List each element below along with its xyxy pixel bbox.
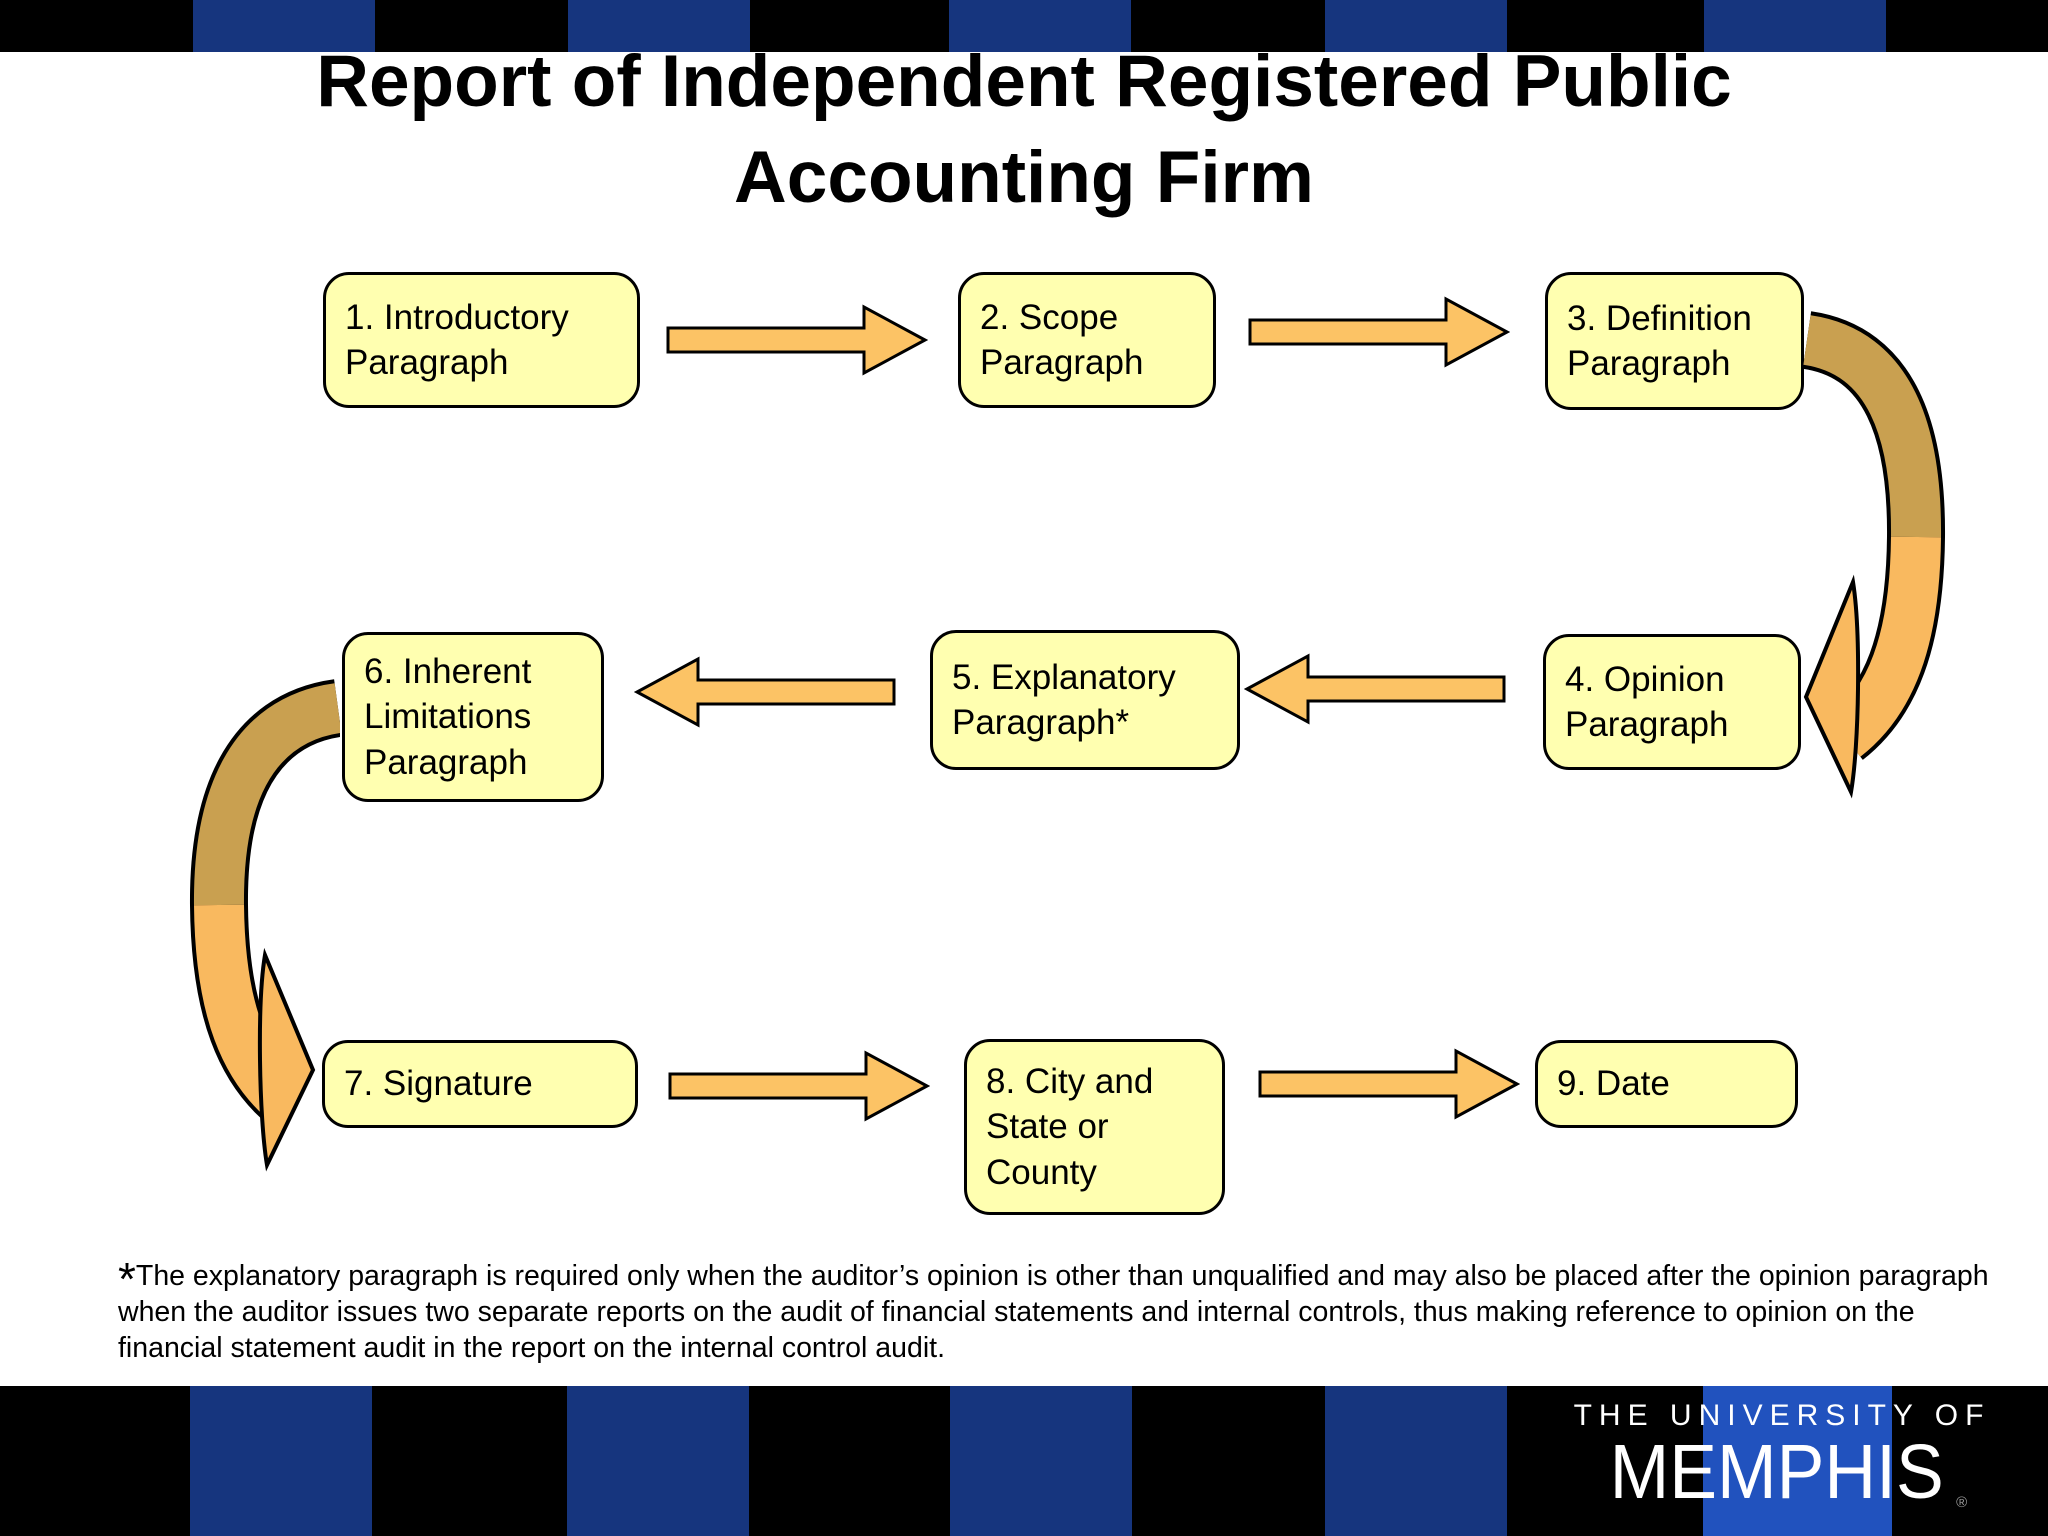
flow-box-label: 8. City and State or County	[986, 1062, 1154, 1192]
bottom-border-bar	[0, 1386, 2048, 1536]
flow-box-label: 6. Inherent Limitations Paragraph	[364, 652, 532, 782]
footnote: *The explanatory paragraph is required o…	[118, 1256, 1998, 1367]
blue-block	[567, 1386, 749, 1536]
blue-block	[193, 0, 375, 52]
flow-box-6-inherent-limitations-paragraph: 6. Inherent Limitations Paragraph	[342, 632, 604, 802]
blue-block	[190, 1386, 372, 1536]
flow-box-3-definition-paragraph: 3. Definition Paragraph	[1545, 272, 1804, 410]
logo-top-line: THE UNIVERSITY OF	[1573, 1399, 1991, 1432]
blue-block	[1325, 0, 1507, 52]
curved-arrowhead-right	[257, 947, 316, 1172]
flow-box-label: 5. Explanatory Paragraph*	[952, 657, 1176, 742]
blue-block	[568, 0, 750, 52]
arrow-2-to-3-right-icon	[1248, 296, 1510, 368]
flow-box-label: 3. Definition Paragraph	[1567, 298, 1752, 383]
logo-name-row: MEMPHIS ®	[1570, 1429, 1994, 1515]
title-line-1: Report of Independent Registered Public	[316, 41, 1732, 122]
flow-box-4-opinion-paragraph: 4. Opinion Paragraph	[1543, 634, 1801, 770]
flow-box-label: 9. Date	[1557, 1064, 1670, 1104]
curved-arrow-3-to-4-icon	[1801, 311, 1946, 799]
logo-blue-block	[1703, 1386, 1892, 1536]
flow-box-1-introductory-paragraph: 1. Introductory Paragraph	[323, 272, 640, 408]
top-border-bar	[0, 0, 2048, 52]
flow-box-label: 1. Introductory Paragraph	[345, 297, 569, 382]
flow-box-label: 2. Scope Paragraph	[980, 297, 1144, 382]
flow-box-9-date: 9. Date	[1535, 1040, 1798, 1128]
title-line-2: Accounting Firm	[734, 137, 1314, 219]
arrow-5-to-6-left-icon	[634, 656, 896, 728]
arrow-4-to-5-left-icon	[1244, 653, 1506, 725]
flow-box-5-explanatory-paragraph: 5. Explanatory Paragraph*	[930, 630, 1240, 770]
blue-block	[1704, 0, 1886, 52]
logo-name: MEMPHIS	[1609, 1429, 1944, 1515]
flow-box-2-scope-paragraph: 2. Scope Paragraph	[958, 272, 1216, 408]
flow-box-label: 4. Opinion Paragraph	[1565, 659, 1729, 744]
blue-block	[949, 0, 1131, 52]
arrow-8-to-9-right-icon	[1258, 1048, 1520, 1120]
curved-arrow-6-to-7-icon	[189, 679, 340, 1172]
curved-arrowhead-left	[1803, 574, 1861, 799]
flow-box-7-signature: 7. Signature	[322, 1040, 638, 1128]
footnote-text: The explanatory paragraph is required on…	[118, 1260, 1989, 1365]
memphis-logo: THE UNIVERSITY OF MEMPHIS®	[1570, 1399, 1994, 1511]
footnote-asterisk: *	[118, 1253, 136, 1305]
flow-box-8-city-state-county: 8. City and State or County	[964, 1039, 1225, 1215]
registered-trademark-icon: ®	[1956, 1494, 1968, 1511]
blue-block	[950, 1386, 1132, 1536]
page-title: Report of Independent Registered Public …	[0, 34, 2048, 227]
arrow-1-to-2-right-icon	[666, 304, 928, 376]
blue-block	[1325, 1386, 1507, 1536]
arrow-7-to-8-right-icon	[668, 1050, 930, 1122]
flow-box-label: 7. Signature	[344, 1064, 533, 1104]
